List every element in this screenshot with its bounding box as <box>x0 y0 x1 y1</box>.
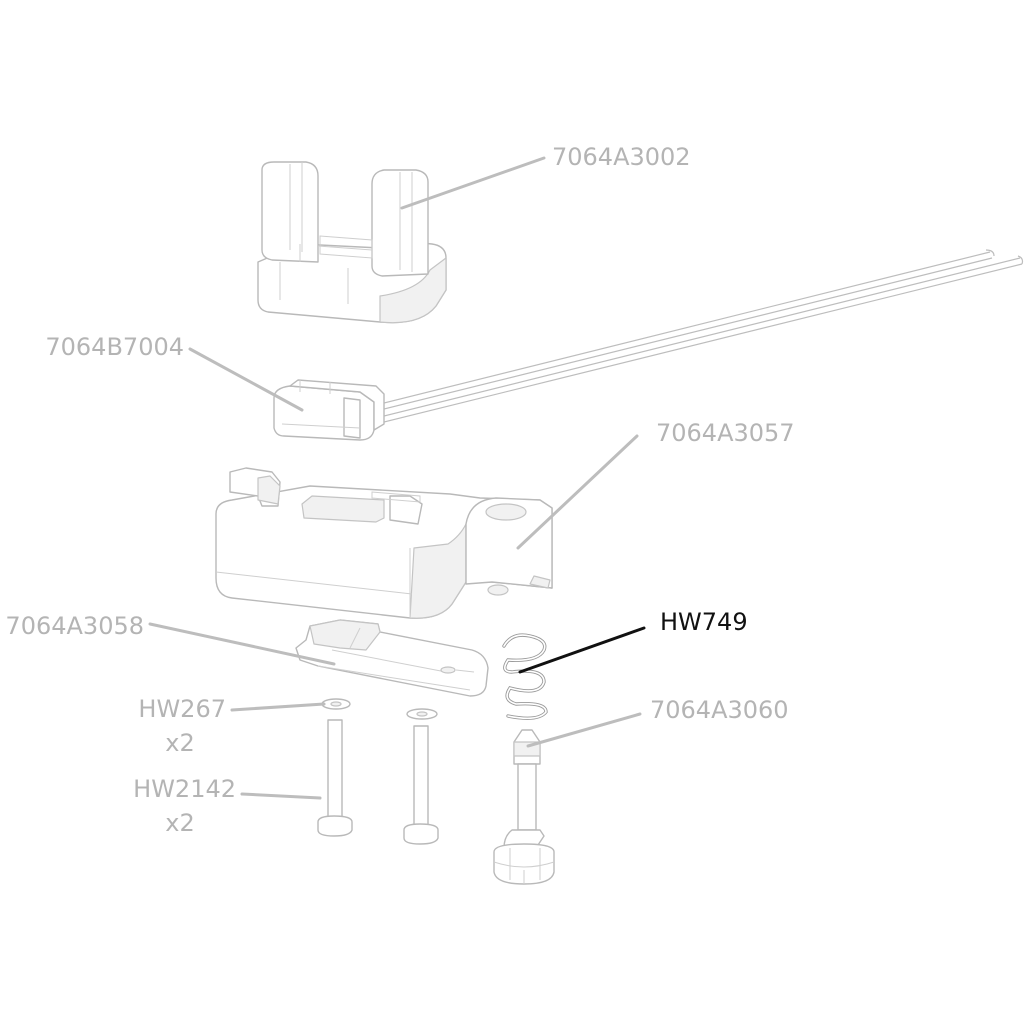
callout-7064A3058[interactable]: 7064A3058 <box>5 612 144 640</box>
callout-7064A3057[interactable]: 7064A3057 <box>656 419 795 447</box>
callout-HW267[interactable]: HW267 <box>138 695 226 723</box>
leader-HW267 <box>230 702 326 712</box>
callout-7064B7004[interactable]: 7064B7004 <box>45 333 184 361</box>
leader-7064B7004 <box>188 347 304 412</box>
callout-7064A3060[interactable]: 7064A3060 <box>650 696 789 724</box>
part-plate-7064A3058[interactable] <box>295 619 489 697</box>
leader-7064A3058 <box>148 622 336 666</box>
part-spring-HW749[interactable] <box>502 633 548 720</box>
part-screws-HW2142[interactable] <box>317 719 439 845</box>
part-sensor-7064B7004[interactable] <box>273 249 1024 441</box>
leader-7064A3002 <box>400 156 546 210</box>
leader-HW749 <box>518 626 646 674</box>
part-washers-HW267[interactable] <box>321 698 438 720</box>
callout-HW749[interactable]: HW749 <box>660 608 748 636</box>
leader-7064A3057 <box>516 434 639 550</box>
callout-HW2142-quantity: x2 <box>165 809 194 837</box>
callout-7064A3002[interactable]: 7064A3002 <box>552 143 691 171</box>
leader-7064A3060 <box>526 712 642 748</box>
part-plunger-7064A3060[interactable] <box>493 729 555 885</box>
callout-HW267-quantity: x2 <box>165 729 194 757</box>
callout-HW2142[interactable]: HW2142 <box>133 775 236 803</box>
leader-HW2142 <box>240 792 322 800</box>
part-bracket-7064A3002[interactable] <box>257 161 447 324</box>
part-housing-7064A3057[interactable] <box>215 467 553 619</box>
